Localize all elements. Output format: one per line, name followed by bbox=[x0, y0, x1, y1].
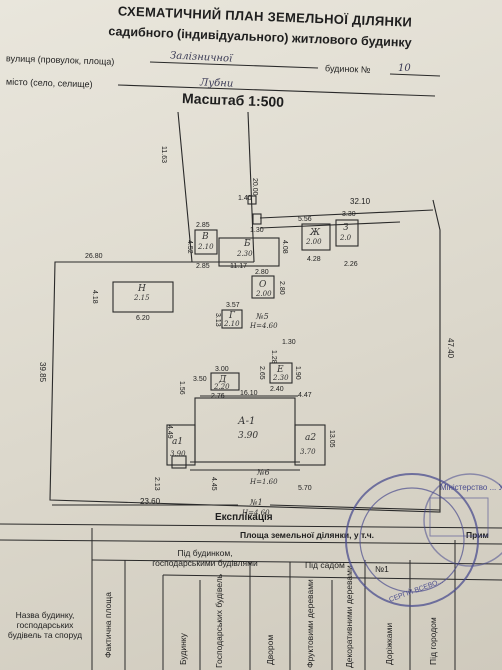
outbuildings-col-header: Господарських будівель bbox=[214, 573, 224, 668]
dim-39-85: 39.85 bbox=[38, 362, 47, 383]
building-D-code: Д bbox=[218, 375, 227, 385]
dim-4-49: 4.49 bbox=[166, 425, 173, 439]
building-V-size: 2.10 bbox=[197, 243, 214, 251]
well-1-depth: Н=4.60 bbox=[241, 509, 270, 517]
dim-4-28: 4.28 bbox=[307, 256, 321, 263]
dim-1-56: 1.56 bbox=[178, 381, 185, 395]
dim-4-08: 4.08 bbox=[281, 240, 288, 254]
yard-col-header: Двором bbox=[265, 634, 275, 665]
dim-23-60: 23.60 bbox=[140, 497, 161, 506]
actual-area-header: Фактична площа bbox=[103, 592, 113, 658]
well-1-code: №1 bbox=[249, 498, 263, 507]
well-6-depth: Н=1.60 bbox=[249, 478, 278, 486]
dim-1-90: 1.90 bbox=[294, 366, 301, 380]
well-5-code: №5 bbox=[255, 312, 269, 321]
building-a2-size: 3.70 bbox=[300, 448, 316, 456]
building-V-code: В bbox=[201, 232, 209, 242]
dim-3-50: 3.50 bbox=[193, 376, 207, 383]
dim-1-30b: 1.30 bbox=[282, 339, 296, 346]
dim-2-26: 2.26 bbox=[344, 261, 358, 268]
dim-11-63: 11.63 bbox=[160, 146, 167, 163]
building-N-code: Н bbox=[137, 284, 146, 294]
building-a2-code: а2 bbox=[305, 433, 316, 443]
building-B-size: 2.30 bbox=[236, 250, 253, 258]
area-header: Площа земельної ділянки, у т.ч. bbox=[240, 530, 375, 540]
dim-3-57: 3.57 bbox=[226, 302, 240, 309]
building-Zh-size: 2.00 bbox=[305, 238, 322, 246]
building-D-size: 2.20 bbox=[213, 383, 230, 391]
dim-4-18: 4.18 bbox=[91, 290, 98, 304]
building-G-size: 2.10 bbox=[223, 320, 240, 328]
explication-title: Експлікація bbox=[215, 512, 273, 523]
dim-3-30: 3.30 bbox=[342, 211, 356, 218]
dim-1-28: 1.28 bbox=[270, 350, 277, 364]
dim-47-40: 47.40 bbox=[446, 338, 455, 359]
well-6-code: №6 bbox=[256, 468, 270, 477]
dim-11-17: 11.17 bbox=[230, 263, 247, 270]
no1-header: №1 bbox=[375, 564, 389, 574]
dim-2-85: 2.85 bbox=[196, 222, 210, 229]
building-O-code: О bbox=[259, 280, 267, 290]
dim-3-13: 3.13 bbox=[214, 313, 221, 327]
dim-2-65: 2.65 bbox=[258, 366, 265, 380]
dim-2-80b: 2.80 bbox=[278, 281, 285, 295]
dim-5-70: 5.70 bbox=[298, 485, 312, 492]
building-O-size: 2.00 bbox=[255, 290, 272, 298]
building-name-header: Назва будинку, господарських будівель та… bbox=[7, 610, 83, 640]
under-buildings-header: Під будинком, господарськими будівлями bbox=[152, 548, 258, 568]
dim-4-47: 4.47 bbox=[298, 392, 312, 399]
dim-3-00: 3.00 bbox=[215, 366, 229, 373]
building-a1-size: 3.90 bbox=[170, 450, 186, 458]
dim-2-40: 2.40 bbox=[270, 386, 284, 393]
dim-5-56: 5.56 bbox=[298, 216, 312, 223]
building-Zh-code: Ж bbox=[309, 228, 321, 238]
building-B-code: Б bbox=[243, 239, 251, 249]
dim-16-10: 16.10 bbox=[240, 390, 258, 397]
dim-2-80: 2.80 bbox=[255, 269, 269, 276]
building-A1-size: 3.90 bbox=[238, 431, 258, 441]
dim-2-85b: 2.85 bbox=[196, 263, 210, 270]
fruit-col-header: Фруктовими деревами bbox=[305, 579, 315, 668]
official-stamp: Міністерство ... УКРАЇНА СЕРГІЙ ВСЕВО... bbox=[345, 473, 502, 607]
dim-1-40: 1.40 bbox=[238, 195, 252, 202]
dim-2-76: 2.76 bbox=[211, 393, 225, 400]
stamp-outer-text: Міністерство ... УКРАЇНА bbox=[440, 483, 502, 492]
dim-6-20: 6.20 bbox=[136, 315, 150, 322]
building-a1-code: а1 bbox=[172, 437, 183, 447]
dim-4-45: 4.45 bbox=[210, 477, 217, 491]
building-E-code: Е bbox=[276, 365, 284, 375]
under-garden-header: Під садом bbox=[305, 560, 345, 570]
dim-4-52: 4.52 bbox=[186, 240, 193, 254]
building-N-size: 2.15 bbox=[133, 294, 150, 302]
building-col-header: Будинку bbox=[178, 633, 188, 665]
building-A1-code: А-1 bbox=[237, 416, 255, 427]
dim-1-30: 1.30 bbox=[250, 227, 264, 234]
dim-13-05: 13.05 bbox=[328, 430, 335, 448]
building-E-size: 2.30 bbox=[272, 374, 289, 382]
building-Z-size: 2.0 bbox=[339, 234, 352, 242]
dim-2-13: 2.13 bbox=[153, 477, 160, 491]
dim-32-10: 32.10 bbox=[350, 197, 371, 206]
building-G-code: Г bbox=[228, 311, 236, 321]
well-5-depth: Н=4.60 bbox=[249, 322, 278, 330]
building-Z-code: З bbox=[343, 223, 349, 233]
house-value: 10 bbox=[398, 63, 411, 74]
dim-20-00: 20.00 bbox=[251, 178, 258, 196]
dim-26-80: 26.80 bbox=[85, 253, 103, 260]
